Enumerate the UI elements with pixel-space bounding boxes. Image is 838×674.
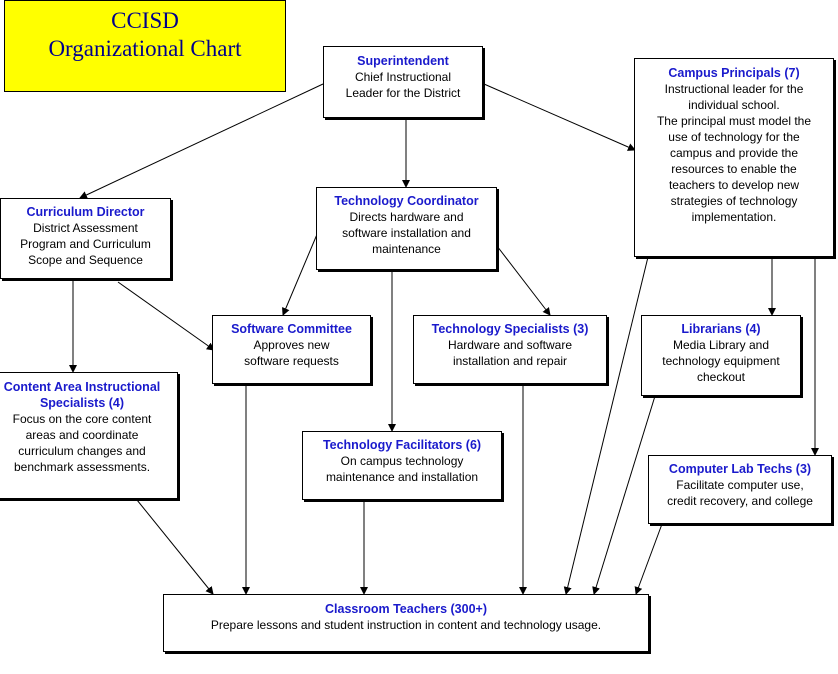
node-superintendent-desc: Chief Instructional Leader for the Distr… [345,70,461,100]
node-technology-coordinator-title: Technology Coordinator [334,194,479,208]
node-campus-principals: Campus Principals (7) Instructional lead… [634,58,834,257]
chart-title-box: CCISD Organizational Chart [4,0,286,92]
node-librarians-desc: Media Library and technology equipment c… [662,338,780,384]
arrow-labtechs-to-teachers [634,523,663,595]
chart-title-line2: Organizational Chart [48,36,242,61]
node-software-committee-desc: Approves new software requests [244,338,339,368]
node-content-specialists-desc: Focus on the core content areas and coor… [12,412,152,474]
arrow-superintendent-to-curriculum [79,83,324,199]
arrow-curriculum-to-software [117,281,215,351]
arrow-principals-to-teachers [563,256,649,595]
node-librarians-title: Librarians (4) [681,322,761,336]
node-software-committee: Software Committee Approves new software… [212,315,371,384]
node-campus-principals-desc: Instructional leader for the individual … [656,82,812,224]
arrow-techcoord-to-software [282,231,319,316]
node-technology-specialists-desc: Hardware and software installation and r… [447,338,573,368]
node-technology-specialists-title: Technology Specialists (3) [431,322,589,336]
node-superintendent: Superintendent Chief Instructional Leade… [323,46,483,118]
node-classroom-teachers: Classroom Teachers (300+) Prepare lesson… [163,594,649,652]
node-technology-coordinator-desc: Directs hardware and software installati… [342,210,471,256]
node-computer-lab-techs: Computer Lab Techs (3) Facilitate comput… [648,455,832,524]
node-computer-lab-techs-title: Computer Lab Techs (3) [668,462,812,476]
arrow-superintendent-to-principals [483,83,636,151]
node-technology-facilitators-title: Technology Facilitators (6) [322,438,482,452]
node-classroom-teachers-desc: Prepare lessons and student instruction … [210,618,602,632]
node-technology-facilitators-desc: On campus technology maintenance and ins… [325,454,479,484]
node-technology-coordinator: Technology Coordinator Directs hardware … [316,187,497,270]
node-content-specialists: Content Area Instructional Specialists (… [0,372,178,499]
node-computer-lab-techs-desc: Facilitate computer use, credit recovery… [667,478,813,508]
arrow-librarians-to-teachers [592,395,656,595]
node-classroom-teachers-title: Classroom Teachers (300+) [325,602,487,616]
node-campus-principals-title: Campus Principals (7) [668,66,800,80]
node-software-committee-title: Software Committee [231,322,352,336]
node-technology-specialists: Technology Specialists (3) Hardware and … [413,315,607,384]
node-curriculum-director: Curriculum Director District Assessment … [0,198,171,279]
node-curriculum-director-title: Curriculum Director [26,205,145,219]
arrow-content-to-teachers [136,499,214,595]
node-superintendent-title: Superintendent [357,54,449,68]
node-librarians: Librarians (4) Media Library and technol… [641,315,801,396]
node-technology-facilitators: Technology Facilitators (6) On campus te… [302,431,502,500]
chart-title-line1: CCISD [111,8,179,33]
node-content-specialists-title: Content Area Instructional Specialists (… [3,380,161,410]
node-curriculum-director-desc: District Assessment Program and Curricul… [20,221,151,267]
arrow-techcoord-to-specialists [496,245,551,316]
